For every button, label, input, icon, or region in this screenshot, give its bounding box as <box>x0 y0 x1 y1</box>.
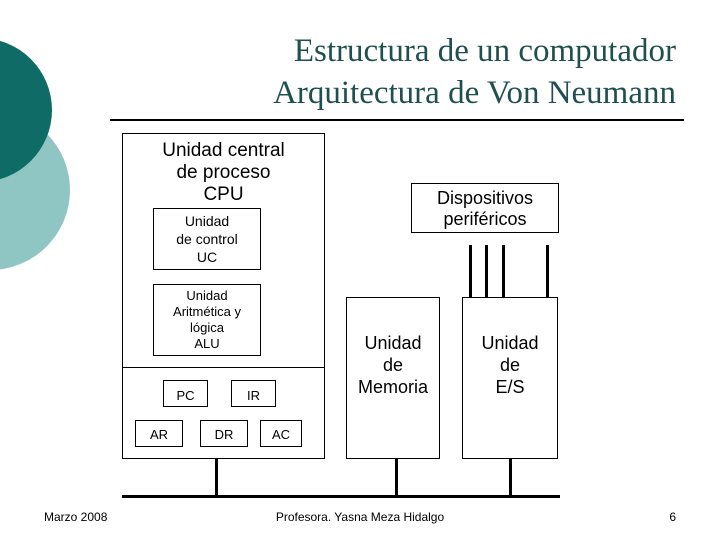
pc-register <box>163 380 208 407</box>
peripheral-connector <box>546 245 549 297</box>
memory-box <box>346 297 440 459</box>
ar-register-label: AR <box>149 427 169 442</box>
io-label: Unidad de E/S <box>462 332 558 398</box>
bus-connector-io <box>509 459 512 497</box>
alu-line-1: Unidad <box>186 288 228 303</box>
memory-line-1: Unidad <box>364 333 422 353</box>
control-unit-line-1: Unidad <box>184 213 230 229</box>
peripheral-connector <box>502 245 505 297</box>
peripheral-connector <box>485 245 488 297</box>
bus-connector-memory <box>395 459 398 497</box>
peripherals-box <box>411 183 559 233</box>
memory-line-3: Memoria <box>357 377 428 397</box>
memory-label: Unidad de Memoria <box>346 332 440 398</box>
dark-teal-circle <box>0 40 52 180</box>
title-line-1: Estructura de un computador <box>293 33 676 69</box>
ir-register <box>231 380 276 407</box>
footer-date: Marzo 2008 <box>44 510 108 524</box>
ac-register-label: AC <box>271 427 291 442</box>
alu-line-3: lógica <box>190 320 224 335</box>
footer-author: Profesora. Yasna Meza Hidalgo <box>275 510 445 524</box>
control-unit-label: Unidad de control UC <box>153 212 261 266</box>
system-bus <box>122 495 560 498</box>
peripheral-connector <box>469 245 472 297</box>
dr-register <box>200 420 248 447</box>
slide-title: Estructura de un computador Arquitectura… <box>116 30 676 114</box>
alu-line-4: ALU <box>194 336 220 351</box>
alu-line-2: Aritmética y <box>173 304 241 319</box>
peripherals-line-2: periféricos <box>443 209 527 229</box>
register-divider <box>122 367 325 368</box>
control-unit-line-3: UC <box>196 249 218 265</box>
io-line-3: E/S <box>495 377 525 397</box>
memory-line-2: de <box>382 355 404 375</box>
io-box <box>462 297 558 459</box>
io-line-2: de <box>499 355 521 375</box>
ac-register <box>260 420 302 447</box>
cpu-label-line-1: Unidad central <box>162 140 285 161</box>
control-unit-line-2: de control <box>176 231 238 247</box>
control-unit-box <box>153 208 261 270</box>
cpu-label-line-3: CPU <box>203 184 244 205</box>
title-line-2: Arquitectura de Von Neumann <box>273 75 676 111</box>
dr-register-label: DR <box>214 427 234 442</box>
peripherals-line-1: Dispositivos <box>436 188 534 208</box>
alu-label: Unidad Aritmética y lógica ALU <box>153 288 261 352</box>
title-underline <box>110 119 684 121</box>
ar-register <box>135 420 183 447</box>
cpu-label-line-2: de proceso <box>176 162 271 183</box>
pc-register-label: PC <box>176 388 195 403</box>
decorative-circles <box>0 40 70 270</box>
footer-page-number: 6 <box>669 510 676 524</box>
io-line-1: Unidad <box>481 333 539 353</box>
alu-box <box>153 284 261 356</box>
cpu-label: Unidad central de proceso CPU <box>122 140 325 206</box>
ir-register-label: IR <box>247 388 260 403</box>
bus-connector-cpu <box>215 459 218 497</box>
peripherals-label: Dispositivos periféricos <box>411 188 559 230</box>
